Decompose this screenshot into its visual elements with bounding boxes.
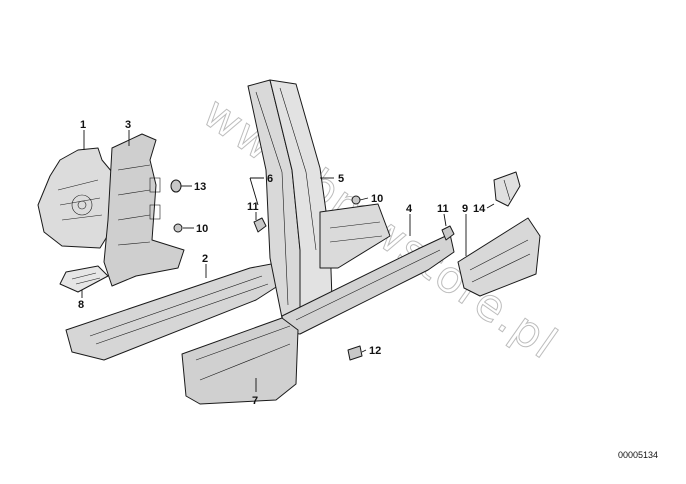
part-3-reinforcement [103, 133, 185, 287]
callout-13: 13 [194, 181, 206, 193]
nut-11b [441, 225, 455, 241]
callout-12: 12 [369, 345, 381, 357]
nut-11a [253, 217, 267, 233]
callout-10a: 10 [196, 223, 208, 235]
part-1-panel [37, 147, 113, 249]
callout-1: 1 [80, 119, 86, 131]
callout-7: 7 [252, 395, 258, 407]
callout-11a: 11 [247, 201, 259, 213]
grommet-13 [170, 179, 182, 193]
callout-6: 6 [267, 173, 273, 185]
callout-2: 2 [202, 253, 208, 265]
callout-5: 5 [338, 173, 344, 185]
part-14-bracket [493, 171, 521, 207]
part-bracket-panel [319, 203, 391, 269]
part-7-channel [181, 317, 299, 405]
part-2-sill [65, 261, 285, 361]
plug-10b [351, 195, 361, 205]
leader-lines [81, 130, 495, 392]
plug-10a [173, 223, 183, 233]
callout-3: 3 [125, 119, 131, 131]
callout-11b: 11 [437, 203, 449, 215]
fasteners [170, 179, 455, 361]
callout-14: 14 [473, 203, 486, 215]
callout-4: 4 [406, 203, 413, 215]
callout-9: 9 [462, 203, 468, 215]
callout-10b: 10 [371, 193, 383, 205]
part-8-gasket [59, 265, 109, 293]
part-9-panel [457, 217, 541, 297]
document-number: 00005134 [618, 450, 658, 460]
callout-labels: 1 2 3 4 5 6 7 8 9 10 10 11 11 12 13 14 [78, 119, 486, 407]
callout-8: 8 [78, 299, 84, 311]
clip-12 [347, 345, 363, 361]
